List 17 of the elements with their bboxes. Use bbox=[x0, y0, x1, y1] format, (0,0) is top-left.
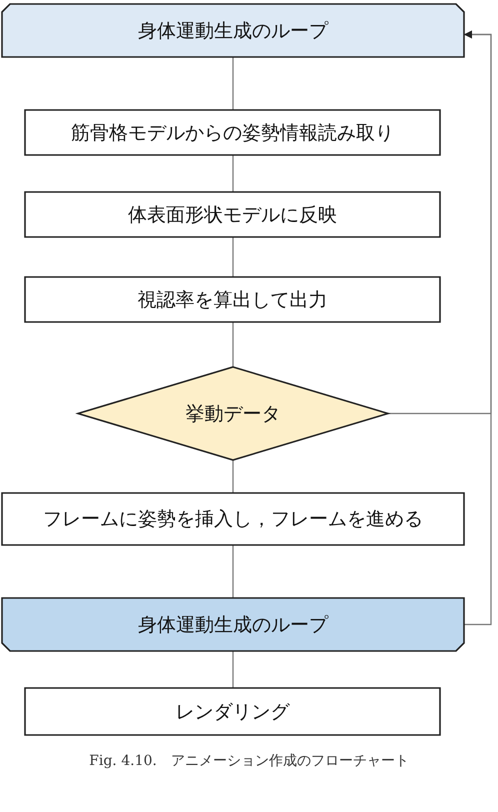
connector-line bbox=[232, 651, 234, 688]
connector-line bbox=[232, 237, 234, 277]
figure-caption: Fig. 4.10. アニメーション作成のフローチャート bbox=[88, 752, 410, 770]
process-box: 視認率を算出して出力 bbox=[25, 277, 440, 322]
loop-arrow bbox=[464, 30, 492, 626]
data-diamond: 挙動データ bbox=[78, 367, 388, 460]
connector-line bbox=[232, 322, 234, 367]
connector-line bbox=[232, 155, 234, 192]
process-box: 筋骨格モデルからの姿勢情報読み取り bbox=[25, 110, 440, 155]
loop-start-box: 身体運動生成のループ bbox=[2, 4, 464, 57]
connector-line bbox=[232, 545, 234, 598]
process-box: フレームに姿勢を挿入し，フレームを進める bbox=[2, 493, 464, 545]
connector-line bbox=[232, 57, 234, 110]
loop-end-box: 身体運動生成のループ bbox=[2, 598, 464, 651]
connector-line bbox=[232, 460, 234, 493]
process-box: レンダリング bbox=[25, 688, 440, 735]
process-box: 体表面形状モデルに反映 bbox=[25, 192, 440, 237]
